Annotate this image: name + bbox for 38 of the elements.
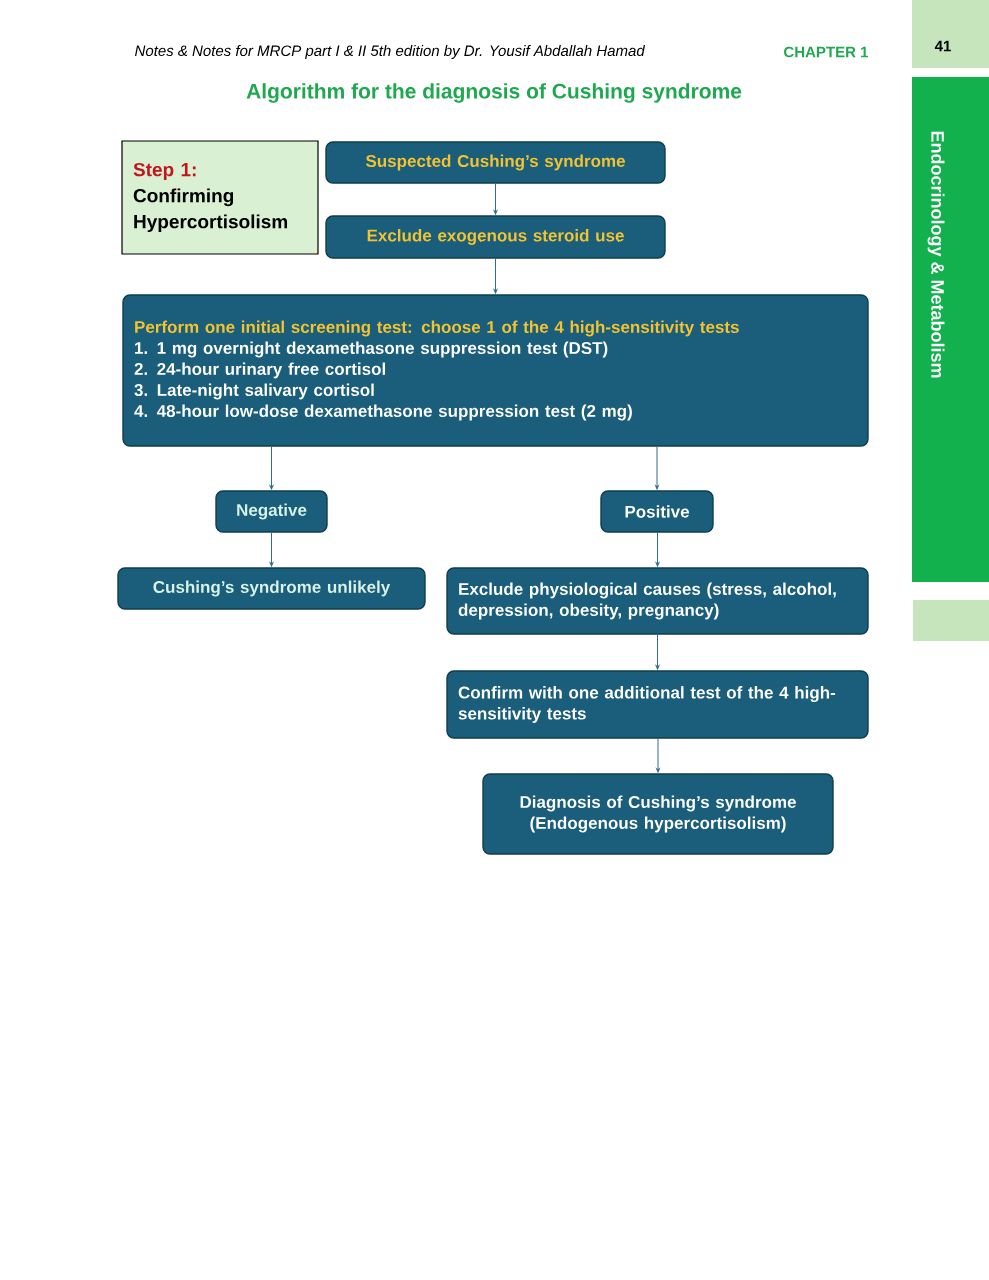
process-box — [446, 567, 869, 635]
arrow — [269, 446, 274, 490]
node-text: Positive — [625, 505, 690, 518]
process-box — [122, 294, 869, 447]
page-number: 41 — [934, 40, 951, 52]
step-box — [121, 140, 319, 255]
section-label: Endocrinology & Metabolism — [927, 131, 945, 378]
node-text: Exclude exogenous steroid use — [367, 229, 624, 245]
title: Algorithm for the diagnosis of Cushing syndrome — [246, 83, 742, 103]
arrow — [655, 446, 659, 490]
node-text: Negative — [237, 503, 307, 520]
arrow — [656, 738, 660, 773]
node-text: Diagnosis of Cushing’s syndrome (Endogenous hypercortisolism) — [520, 795, 796, 833]
chapter-label: CHAPTER 1 — [784, 46, 869, 58]
arrow — [269, 532, 274, 567]
header-text: Notes & Notes for MRCP part I & II 5th edition by Dr. Yousif Abdallah Hamad — [135, 45, 646, 59]
node-text: Suspected Cushing’s syndrome — [365, 154, 625, 171]
node-text: 3. Late-night salivary cortisol — [134, 383, 374, 400]
node-text: Exclude physiological causes (stress, alcohol, depression, obesity, pregnancy) — [458, 582, 836, 620]
arrow — [655, 532, 660, 567]
process-box — [446, 670, 869, 739]
node-text: Confirming Hypercortisolism — [133, 188, 288, 233]
process-box — [117, 567, 426, 610]
process-box — [600, 490, 714, 533]
arrow — [493, 183, 498, 215]
node-text: 1. 1 mg overnight dexamethasone suppression test (DST) — [135, 341, 608, 358]
process-box — [215, 490, 328, 533]
node-text: 2. 24-hour urinary free cortisol — [134, 362, 385, 379]
arrow — [493, 258, 498, 294]
process-box — [482, 773, 834, 855]
node-text: Perform one initial screening test: choose 1 of the 4 high-sensitivity tests — [135, 320, 739, 337]
node-text: Confirm with one additional test of the 4 high-sensitivity tests — [458, 686, 836, 723]
node-text: 4. 48-hour low-dose dexamethasone suppression test (2 mg) — [134, 404, 632, 421]
process-box — [325, 215, 666, 259]
node-text: Cushing’s syndrome unlikely — [153, 580, 391, 597]
process-box — [325, 141, 666, 184]
node-text: Step 1: — [133, 162, 196, 181]
arrow — [655, 634, 660, 670]
